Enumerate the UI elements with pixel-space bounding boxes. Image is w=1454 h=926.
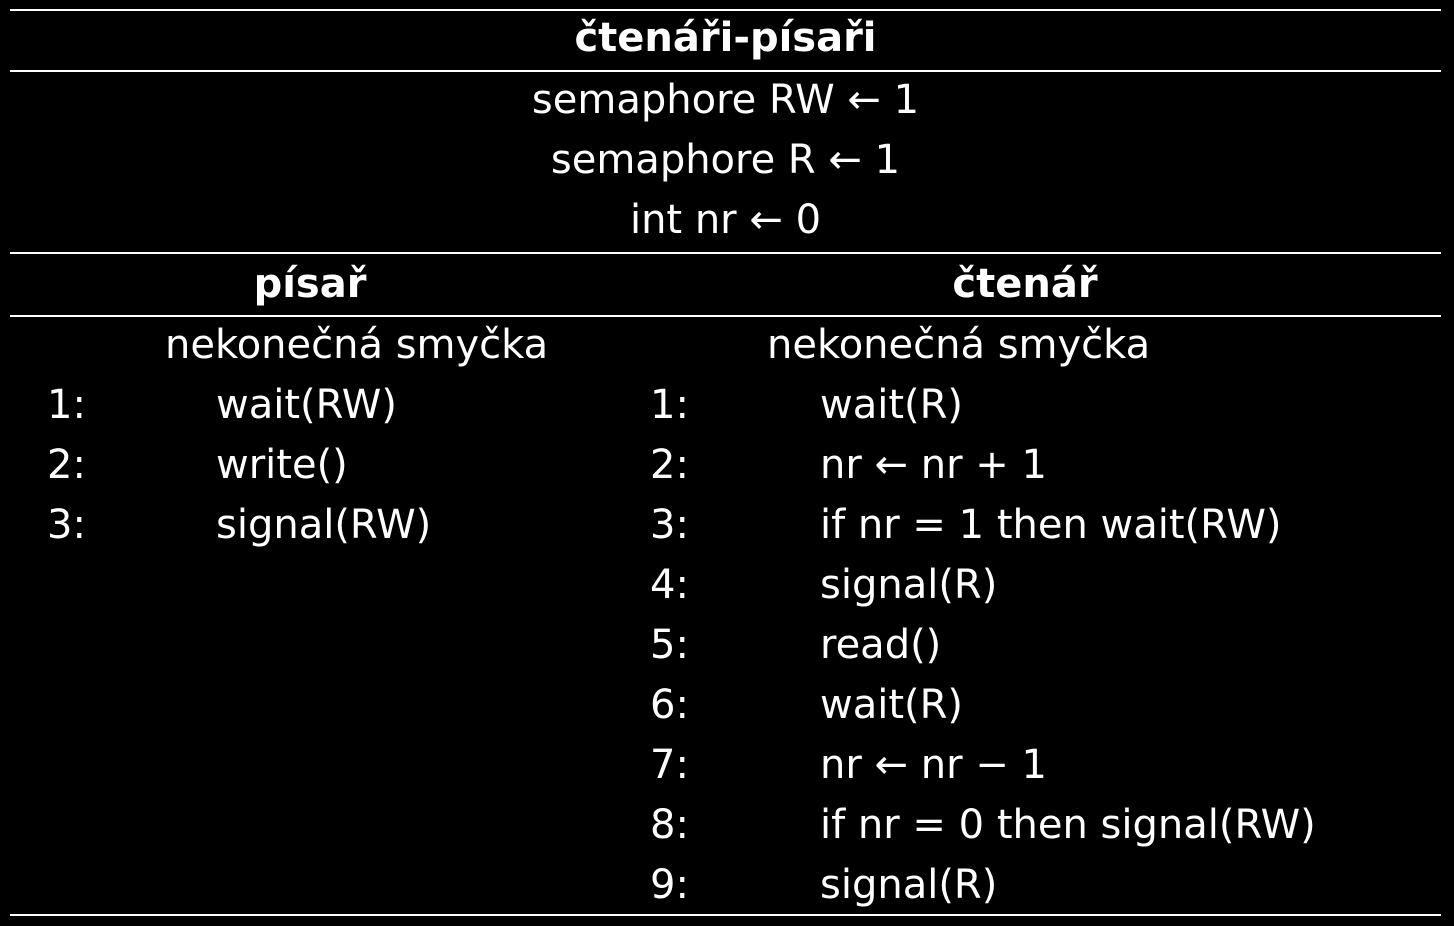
reader-step-code: wait(R) <box>820 682 964 728</box>
reader-step-number: 3: <box>650 502 689 548</box>
writer-heading: písař <box>253 261 367 307</box>
reader-step-code: if nr = 1 then wait(RW) <box>820 502 1282 548</box>
writer-loop-label: nekonečná smyčka <box>165 322 549 368</box>
reader-step-code: nr ← nr − 1 <box>820 742 1047 788</box>
declaration-nr: int nr ← 0 <box>629 197 822 243</box>
title-rule <box>10 70 1441 72</box>
reader-step-number: 1: <box>650 382 689 428</box>
reader-step-number: 4: <box>650 562 689 608</box>
reader-loop-label: nekonečná smyčka <box>767 322 1151 368</box>
reader-step-code: signal(R) <box>820 562 998 608</box>
reader-step-number: 8: <box>650 802 689 848</box>
reader-step-code: nr ← nr + 1 <box>820 442 1047 488</box>
reader-step-code: read() <box>820 622 942 668</box>
headings-rule <box>10 315 1441 317</box>
writer-step-number: 3: <box>47 502 86 548</box>
top-rule <box>10 9 1441 11</box>
writer-step-code: wait(RW) <box>216 382 397 428</box>
reader-step-code: if nr = 0 then signal(RW) <box>820 802 1316 848</box>
table-title: čtenáři-písaři <box>574 15 877 61</box>
reader-step-number: 9: <box>650 862 689 908</box>
declaration-rw: semaphore RW ← 1 <box>531 77 920 123</box>
writer-step-code: write() <box>216 442 348 488</box>
bottom-rule <box>10 914 1441 916</box>
reader-step-code: signal(R) <box>820 862 998 908</box>
declarations-rule <box>10 252 1441 254</box>
reader-step-number: 6: <box>650 682 689 728</box>
writer-step-number: 1: <box>47 382 86 428</box>
declaration-r: semaphore R ← 1 <box>550 137 901 183</box>
writer-step-code: signal(RW) <box>216 502 432 548</box>
reader-step-number: 2: <box>650 442 689 488</box>
reader-step-number: 5: <box>650 622 689 668</box>
reader-heading: čtenář <box>952 261 1098 307</box>
writer-step-number: 2: <box>47 442 86 488</box>
reader-step-number: 7: <box>650 742 689 788</box>
reader-step-code: wait(R) <box>820 382 964 428</box>
